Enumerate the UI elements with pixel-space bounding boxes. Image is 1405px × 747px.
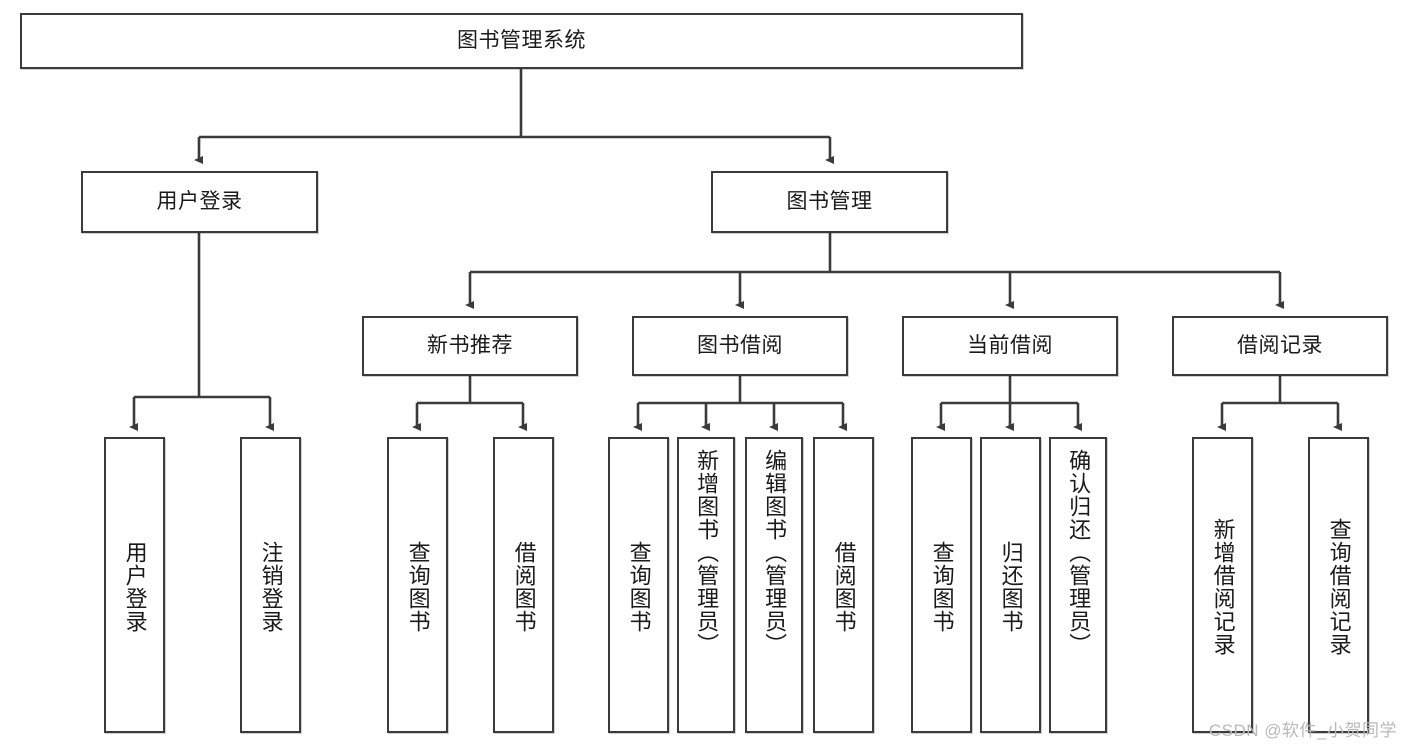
node-leaf-borrow-book-recommend[interactable]: 借阅图书 (493, 437, 554, 733)
node-leaf-edit-book-admin[interactable]: 编辑图书（管理员） (745, 437, 803, 733)
node-new-book-recommend[interactable]: 新书推荐 (362, 316, 578, 376)
node-label: 图书借阅 (697, 334, 783, 358)
node-leaf-borrow-book[interactable]: 借阅图书 (813, 437, 874, 733)
node-label: 借阅图书 (831, 541, 857, 633)
node-leaf-logout[interactable]: 注销登录 (240, 437, 301, 733)
node-label: 编辑图书（管理员） (762, 449, 788, 656)
node-leaf-add-book-admin[interactable]: 新增图书（管理员） (677, 437, 735, 733)
node-label: 查询图书 (929, 541, 955, 633)
node-label: 用户登录 (122, 541, 148, 633)
node-label: 确认归还（管理员） (1066, 449, 1092, 656)
node-book-borrow[interactable]: 图书借阅 (632, 316, 848, 376)
node-leaf-add-borrow-record[interactable]: 新增借阅记录 (1192, 437, 1253, 733)
node-label: 查询图书 (405, 541, 431, 633)
node-leaf-return-book[interactable]: 归还图书 (980, 437, 1041, 733)
node-leaf-query-borrow-record[interactable]: 查询借阅记录 (1308, 437, 1369, 733)
node-leaf-user-login[interactable]: 用户登录 (104, 437, 165, 733)
node-label: 注销登录 (258, 541, 284, 633)
node-label: 图书管理 (786, 190, 873, 214)
node-label: 查询图书 (626, 541, 652, 633)
node-label: 借阅图书 (511, 541, 537, 633)
node-leaf-query-book-current[interactable]: 查询图书 (911, 437, 972, 733)
node-label: 新增借阅记录 (1210, 518, 1236, 656)
node-leaf-confirm-return-admin[interactable]: 确认归还（管理员） (1049, 437, 1107, 733)
node-label: 用户登录 (156, 190, 243, 214)
node-label: 当前借阅 (967, 334, 1053, 358)
node-label: 图书管理系统 (457, 29, 586, 53)
node-label: 查询借阅记录 (1326, 518, 1352, 656)
node-root-book-management-system[interactable]: 图书管理系统 (20, 13, 1023, 69)
node-leaf-query-book-recommend[interactable]: 查询图书 (387, 437, 448, 733)
node-book-management[interactable]: 图书管理 (711, 171, 948, 233)
node-leaf-query-book-borrow[interactable]: 查询图书 (608, 437, 669, 733)
node-label: 新书推荐 (427, 334, 513, 358)
node-borrow-record[interactable]: 借阅记录 (1172, 316, 1388, 376)
watermark-text: CSDN @软件_小贺同学 (1208, 721, 1397, 740)
node-label: 归还图书 (998, 541, 1024, 633)
node-label: 新增图书（管理员） (694, 449, 720, 656)
node-current-borrow[interactable]: 当前借阅 (902, 316, 1118, 376)
node-label: 借阅记录 (1237, 334, 1323, 358)
node-user-login[interactable]: 用户登录 (81, 171, 318, 233)
